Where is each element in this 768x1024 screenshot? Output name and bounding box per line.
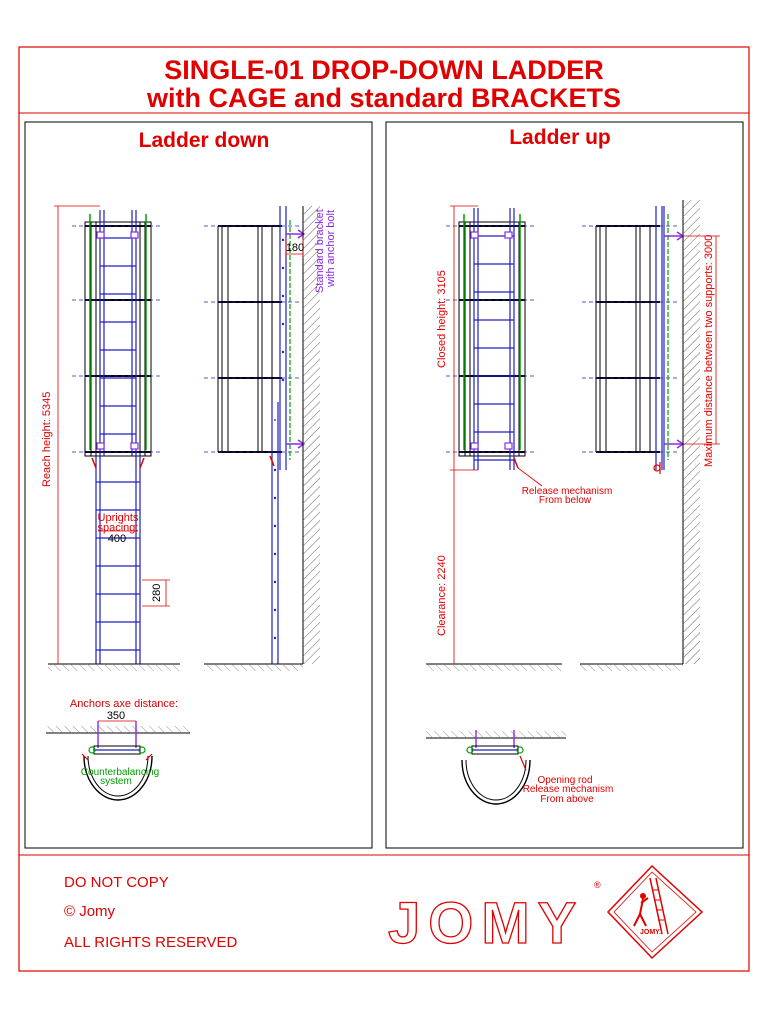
release-above-label-2: From above bbox=[540, 794, 594, 805]
side-view-up-brackets bbox=[664, 231, 685, 449]
reach-height-dimension bbox=[54, 205, 100, 664]
emblem-text: JOMY. bbox=[640, 929, 661, 936]
side-view-up-cage bbox=[595, 225, 660, 453]
release-below-label-1: Release mechanism bbox=[522, 486, 613, 497]
front-view-release-marks bbox=[91, 457, 145, 469]
clearance-label: Clearance: 2240 bbox=[436, 555, 448, 636]
front-view-guides bbox=[89, 214, 147, 450]
notice-copyright: © Jomy bbox=[64, 903, 116, 920]
side-view-up-release-marks bbox=[653, 462, 661, 474]
side-view-ladder bbox=[271, 206, 287, 664]
front-view-cage bbox=[84, 221, 152, 457]
max-support-distance-label: Maximum distance between two supports: 3… bbox=[703, 235, 715, 467]
side-view-ladder-rungs bbox=[273, 238, 285, 640]
side-view-up-floor bbox=[580, 663, 683, 671]
side-view-release-marks bbox=[269, 455, 275, 467]
footer: DO NOT COPY © Jomy ALL RIGHTS RESERVED J… bbox=[64, 864, 704, 960]
front-view-ladder-upper bbox=[99, 210, 137, 456]
bracket-offset-dimension bbox=[285, 238, 304, 258]
notice-rights-reserved: ALL RIGHTS RESERVED bbox=[64, 934, 238, 951]
uprights-spacing-value: 400 bbox=[108, 533, 126, 545]
drawing-title: SINGLE-01 DROP-DOWN LADDER with CAGE and… bbox=[146, 55, 621, 113]
notice-do-not-copy: DO NOT COPY bbox=[64, 874, 169, 891]
closed-height-label: Closed height: 3105 bbox=[436, 270, 448, 368]
front-view-up-floor bbox=[426, 663, 562, 671]
plan-view-up bbox=[426, 730, 566, 805]
front-view-brackets bbox=[96, 231, 139, 450]
front-view-up-cage bbox=[458, 221, 526, 457]
panel-heading-ladder-up: Ladder up bbox=[509, 126, 611, 149]
bracket-offset-value: 180 bbox=[286, 242, 304, 254]
side-view-brackets bbox=[286, 229, 306, 449]
side-view-up-ladder bbox=[655, 206, 665, 470]
anchors-distance-value: 350 bbox=[107, 710, 125, 722]
release-above-label-1: Release mechanism bbox=[523, 784, 614, 795]
panel-heading-ladder-down: Ladder down bbox=[139, 129, 270, 152]
counterbalancing-label-1: Counterbalancing bbox=[81, 767, 159, 778]
panel-ladder-up: Ladder up bbox=[385, 121, 744, 849]
reach-height-label: Reach height: 5345 bbox=[41, 392, 53, 487]
jomy-logo-text: JOMY bbox=[388, 891, 584, 956]
bracket-label-1: Standard bracket bbox=[314, 209, 326, 293]
anchors-distance-label: Anchors axe distance: bbox=[70, 698, 178, 710]
release-below-label-2: From below bbox=[539, 495, 592, 506]
jomy-emblem: JOMY. bbox=[606, 864, 704, 960]
title-line-1: SINGLE-01 DROP-DOWN LADDER bbox=[164, 55, 604, 85]
side-view-up-wall bbox=[682, 200, 700, 664]
front-view-up-ladder bbox=[473, 208, 515, 470]
front-view-floor bbox=[48, 663, 180, 671]
plan-view-down bbox=[46, 720, 190, 801]
max-support-distance-dimension bbox=[683, 235, 720, 445]
closed-height-dimension bbox=[450, 205, 478, 664]
front-view-up-guides bbox=[463, 214, 521, 450]
rung-pitch-value: 280 bbox=[151, 584, 163, 602]
bracket-label-2: with anchor bolt bbox=[325, 210, 337, 288]
counterbalancing-label-2: system bbox=[100, 776, 132, 787]
sheet-frame bbox=[18, 46, 750, 972]
side-view-up-axis-lines bbox=[582, 225, 680, 453]
front-view-up-release-marks bbox=[513, 457, 543, 487]
title-line-2: with CAGE and standard BRACKETS bbox=[146, 83, 621, 113]
opening-rod-label: Opening rod bbox=[537, 775, 592, 786]
rung-pitch-dimension bbox=[142, 579, 170, 607]
side-view-floor bbox=[204, 663, 303, 671]
side-view-wall bbox=[302, 206, 320, 664]
front-view-ladder-lower bbox=[95, 456, 141, 664]
panel-ladder-down: Ladder down bbox=[24, 121, 373, 849]
uprights-spacing-label-1: Uprights bbox=[98, 512, 139, 524]
side-view-axis-lines bbox=[204, 225, 300, 453]
registered-mark: ® bbox=[594, 880, 601, 890]
front-view-up-brackets bbox=[470, 231, 513, 450]
